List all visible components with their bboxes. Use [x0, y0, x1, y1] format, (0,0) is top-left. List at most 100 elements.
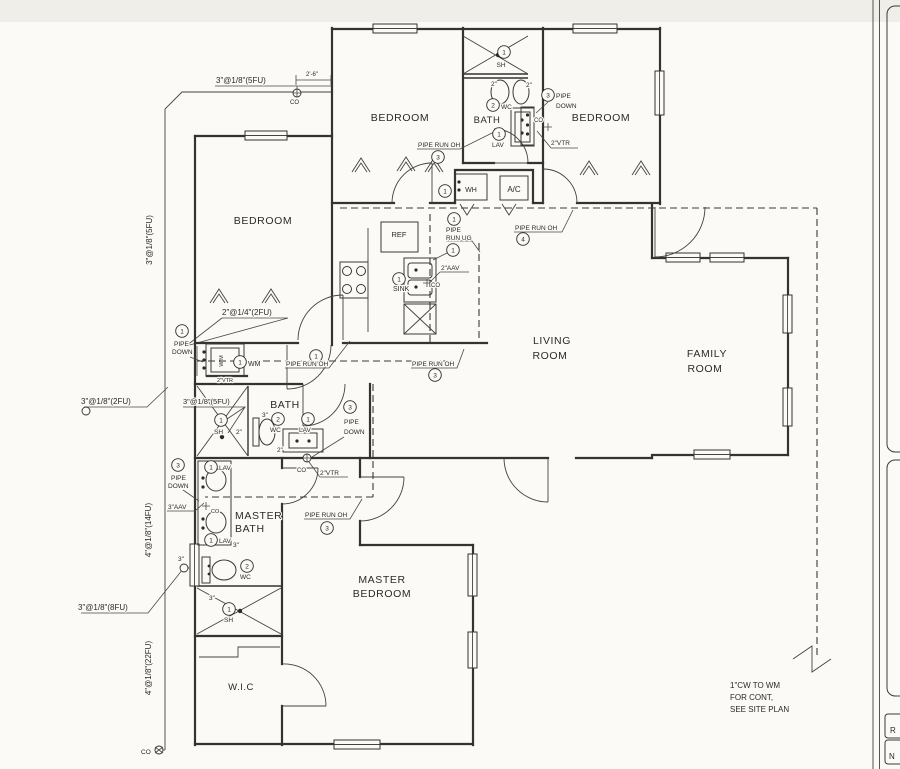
svg-text:1: 1: [209, 464, 213, 471]
titleblock-row-n: N: [889, 752, 895, 761]
svg-text:1: 1: [502, 49, 506, 56]
wic-shelf: [199, 646, 280, 658]
pipe-run-oh-utility: PIPE RUN OH: [418, 142, 461, 149]
pipe-size-2: 2": [236, 429, 243, 436]
svg-text:1: 1: [219, 417, 223, 424]
room-label-bath-mid: BATH: [270, 399, 300, 411]
co-label-topleft: CO: [290, 100, 299, 106]
master-shower: [196, 587, 282, 635]
window: [189, 23, 793, 750]
svg-text:3: 3: [348, 404, 352, 411]
pipe-down-mid-1: PIPE: [344, 419, 359, 426]
pipe-break-symbol: [792, 645, 832, 673]
svg-text:1: 1: [238, 359, 242, 366]
wc-label-mid: WC: [270, 427, 281, 434]
scan-band: [0, 0, 900, 22]
aav3-label: 3"AAV: [168, 504, 187, 511]
aav2-label: 2"AAV: [441, 265, 460, 272]
co-label-topbath: CO: [534, 118, 543, 124]
co-label-master: CO: [211, 509, 220, 515]
tag-sh-mid: 1: [214, 413, 228, 427]
tag-wm: 1: [233, 355, 247, 369]
svg-text:1: 1: [397, 276, 401, 283]
co-symbol: [154, 745, 164, 755]
site-note-3: SEE SITE PLAN: [730, 705, 789, 714]
vent-chevrons: [209, 156, 651, 304]
svg-text:1: 1: [180, 328, 184, 335]
pipe-down-top-1: PIPE: [556, 93, 571, 100]
room-label-masterbath-2: BATH: [235, 523, 265, 535]
svg-text:1: 1: [306, 416, 310, 423]
toilet-top-bath: [490, 79, 530, 105]
tag-lav-master2: 1: [204, 533, 218, 547]
lav-label-top: LAV: [492, 142, 504, 149]
tag-sh-master: 1: [222, 602, 236, 616]
riser-label-bath5fu: 3"@1/8"(5FU): [183, 397, 230, 406]
co-label-bottom: CO: [141, 749, 151, 756]
pipe-run-dashed-lines: [197, 207, 832, 673]
supply-vent-triangles: [459, 203, 517, 216]
tag-runoh-4: 4: [516, 232, 530, 246]
junction-circle: [81, 406, 91, 416]
room-label-bedroom-top: BEDROOM: [371, 112, 429, 124]
svg-text:3: 3: [546, 92, 550, 99]
riser-lines: [81, 75, 333, 751]
co-label-mid: CO: [297, 468, 306, 474]
pipe-run-ug-2: RUN UG: [446, 235, 472, 242]
room-label-master-1: MASTER: [358, 574, 405, 586]
windows: [189, 23, 793, 750]
tag-wh: 1: [438, 184, 452, 198]
svg-text:1: 1: [314, 353, 318, 360]
plumbing-wall-stack-top-bath: [520, 106, 535, 146]
riser-label-2fu: 3"@1/8"(2FU): [81, 397, 131, 406]
pipe-down-mid-2: DOWN: [344, 429, 365, 436]
lav-label-mid: LAV: [299, 427, 311, 434]
room-label-wic: W.I.C: [228, 682, 254, 693]
svg-text:2: 2: [276, 416, 280, 423]
riser-label-8fu: 3"@1/8"(8FU): [78, 603, 128, 612]
lav-label-master1: LAV: [219, 465, 231, 472]
pipe-run-oh-kitchen: PIPE RUN OH: [412, 361, 455, 368]
room-label-bedroom-right: BEDROOM: [572, 112, 630, 124]
dimension-label: 2'-6": [306, 72, 318, 78]
tag-pipedown-left: 1: [175, 324, 189, 338]
pipe-down-top-2: DOWN: [556, 103, 577, 110]
riser-label-22fu: 4"@1/8"(22FU): [144, 641, 153, 696]
tag-runoh-utility: 3: [431, 150, 445, 164]
room-label-masterbath-1: MASTER: [235, 510, 282, 522]
pipe-run-oh-master: PIPE RUN OH: [305, 512, 348, 519]
wm-label: WM: [248, 361, 261, 368]
riser-label-laundry: 2"@1/4"(2FU): [222, 308, 272, 317]
room-label-bedroom-left: BEDROOM: [234, 215, 292, 227]
svg-text:1: 1: [452, 216, 456, 223]
tag-wc-mid: 2: [271, 412, 285, 426]
pipe-down-left-1: PIPE: [174, 341, 189, 348]
master-vanity: [197, 460, 232, 546]
site-note-1: 1"CW TO WM: [730, 681, 780, 690]
tag-lav-top: 1: [492, 127, 506, 141]
sink-label: SINK: [393, 286, 410, 293]
ac-unit: [499, 175, 529, 201]
tag-sh-top: 1: [497, 45, 511, 59]
svg-text:1: 1: [209, 537, 213, 544]
wm-rotated-label: W/M: [219, 355, 225, 367]
lav-label-master2: LAV: [219, 538, 231, 545]
number-tags: 1 2 3 1 3 1 1 4 1 1 3 1 1 1 1 2 1 3 3 1 …: [171, 45, 555, 616]
master-toilet: [201, 556, 237, 584]
riser-label-left-5fu: 3"@1/8"(5FU): [145, 215, 154, 265]
svg-text:3: 3: [433, 372, 437, 379]
co-tick: [202, 502, 210, 510]
room-label-living-2: ROOM: [532, 350, 567, 362]
sheet-border: [872, 0, 900, 769]
site-note-2: FOR CONT,: [730, 693, 773, 702]
room-label-family-1: FAMILY: [687, 348, 727, 360]
vtr-label-mid: 2"VTR: [320, 470, 339, 477]
labels: BEDROOM BEDROOM BEDROOM BATH BATH LIVING…: [77, 61, 896, 761]
co-label-kitchen: CO: [431, 283, 440, 289]
tag-pipedown-mid: 3: [343, 400, 357, 414]
tag-lav-mid: 1: [301, 412, 315, 426]
room-label-bath-top: BATH: [474, 115, 501, 126]
